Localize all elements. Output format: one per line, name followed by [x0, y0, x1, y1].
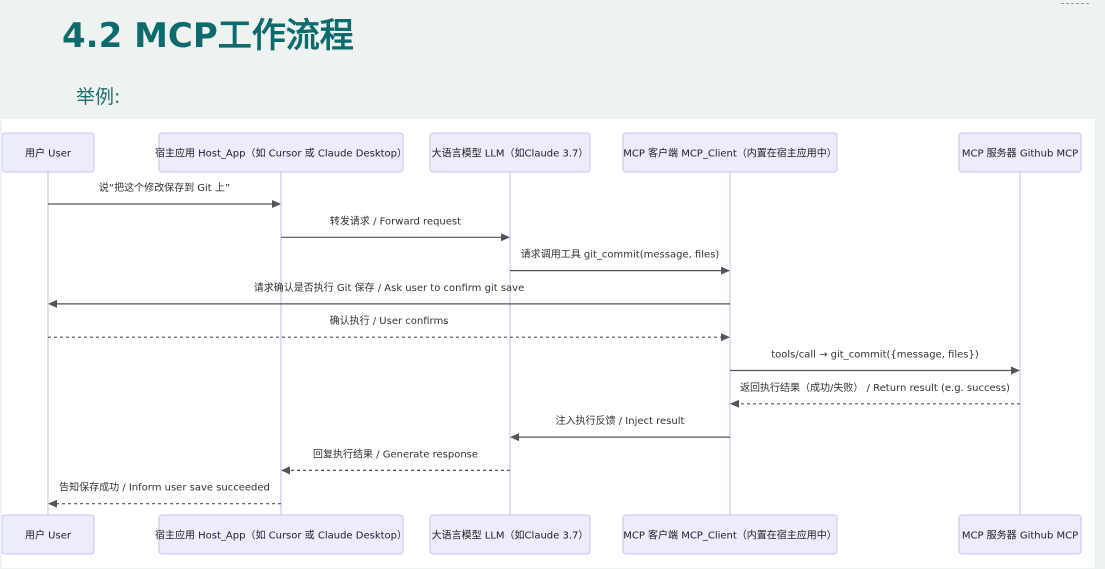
message-label-7: 返回执行结果（成功/失败） / Return result (e.g. succ… [740, 381, 1010, 394]
participant-box-host-top [158, 132, 404, 173]
message-label-1: 说“把这个修改保存到 Git 上” [99, 181, 230, 194]
participant-box-user-bottom [2, 514, 95, 555]
message-label-9: 回复执行结果 / Generate response [313, 447, 478, 460]
participant-label-client-top: MCP 客户端 MCP_Client（内置在宿主应用中） [623, 147, 837, 160]
participant-box-server-bottom [958, 514, 1082, 555]
participant-box-user-top [2, 132, 95, 173]
message-label-8: 注入执行反馈 / Inject result [556, 414, 685, 427]
participant-label-server-bottom: MCP 服务器 Github MCP [962, 529, 1078, 542]
message-label-2: 转发请求 / Forward request [330, 214, 461, 227]
participant-box-llm-bottom [429, 514, 591, 555]
participant-label-llm-bottom: 大语言模型 LLM（如Claude 3.7） [432, 529, 589, 542]
participant-label-host-top: 宿主应用 Host_App（如 Cursor 或 Claude Desktop） [155, 147, 407, 160]
message-label-6: tools/call → git_commit({message, files}… [771, 350, 979, 361]
message-label-4: 请求确认是否执行 Git 保存 / Ask user to confirm gi… [254, 281, 525, 294]
message-label-10: 告知保存成功 / Inform user save succeeded [59, 481, 270, 494]
page-title: 4.2 MCP工作流程 [62, 16, 354, 56]
participant-label-user-top: 用户 User [25, 147, 72, 160]
participant-label-client-bottom: MCP 客户端 MCP_Client（内置在宿主应用中） [623, 529, 837, 542]
sequence-diagram: 用户 User 用户 User 宿主应用 Host_App（如 Cursor 或 C… [2, 119, 1095, 568]
participant-box-client-top [622, 132, 838, 173]
participant-label-llm-top: 大语言模型 LLM（如Claude 3.7） [432, 147, 589, 160]
message-label-5: 确认执行 / User confirms [330, 314, 449, 327]
participant-label-user-bottom: 用户 User [25, 529, 72, 542]
participant-box-client-bottom [622, 514, 838, 555]
participant-box-host-bottom [158, 514, 404, 555]
message-label-3: 请求调用工具 git_commit(message, files) [521, 248, 720, 261]
participant-box-server-top [958, 132, 1082, 173]
participant-label-host-bottom: 宿主应用 Host_App（如 Cursor 或 Claude Desktop） [155, 529, 407, 542]
page-subtitle: 举例: [76, 86, 121, 108]
participant-label-server-top: MCP 服务器 Github MCP [962, 147, 1078, 160]
corner-mark [1061, 0, 1089, 4]
sequence-diagram-svg: 用户 User 用户 User 宿主应用 Host_App（如 Cursor 或 C… [2, 132, 1082, 555]
participant-box-llm-top [429, 132, 591, 173]
